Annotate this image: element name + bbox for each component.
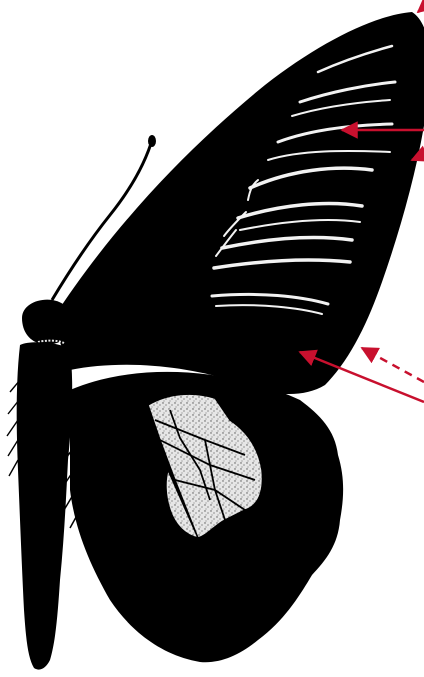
body [17, 342, 72, 669]
forewing-apex-pointer [418, 2, 424, 12]
forewing-tornus-pointer [362, 348, 424, 382]
forewing [52, 12, 424, 394]
antenna-club [148, 135, 156, 147]
head [22, 300, 72, 345]
